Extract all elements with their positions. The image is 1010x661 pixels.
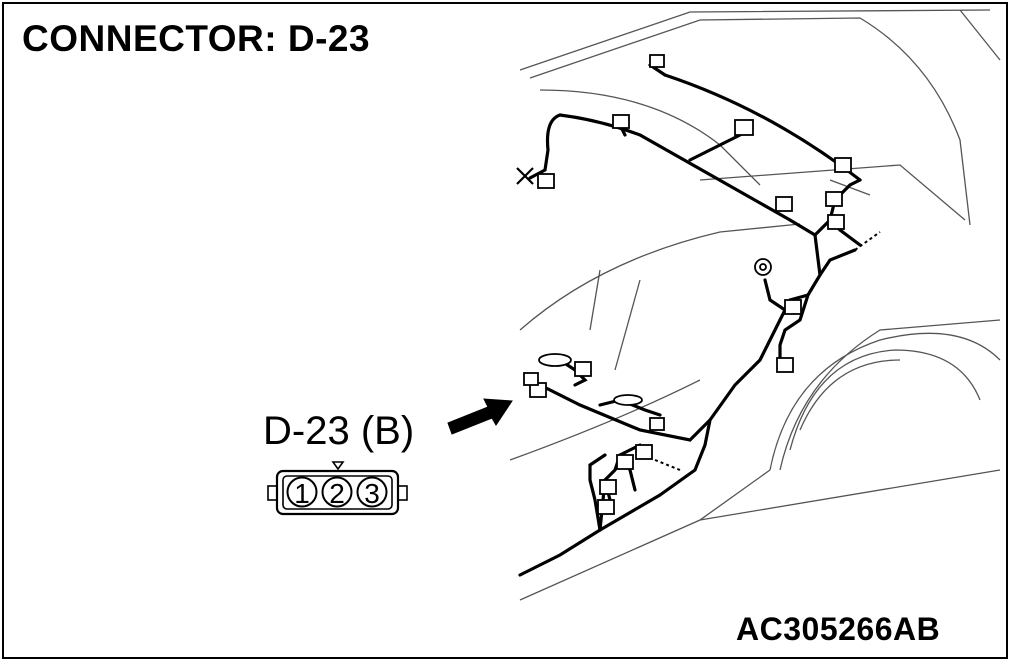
harness-cut-end [516,167,534,185]
harness-dashed-ends [654,231,881,471]
car-body-outline [509,9,1001,601]
pin-number: 3 [364,478,380,509]
location-arrow [447,398,513,435]
pin-number: 2 [329,478,345,509]
connector-pin-3: 3 [356,476,388,509]
harness-clips [538,258,772,406]
figure-reference: AC305266AB [736,611,941,647]
pin-number: 1 [294,478,310,509]
connector-latch-marker [331,461,345,471]
connector-pin-1: 1 [286,476,318,509]
connector-face: 1 2 3 [267,461,408,516]
connector-label: D-23 (B) [263,409,415,453]
diagram-title: CONNECTOR: D-23 [22,18,371,59]
harness-lines [518,63,862,577]
harness-connectors [523,54,852,515]
connector-pin-2: 2 [321,476,353,509]
